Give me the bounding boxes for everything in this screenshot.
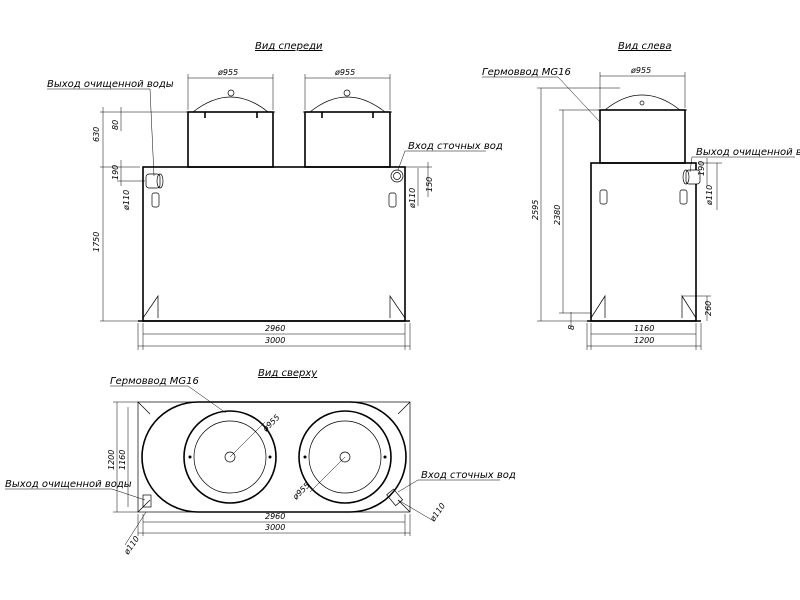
left-gland-label: Гермоввод MG16 xyxy=(482,67,571,78)
dim-3000-top: 3000 xyxy=(265,523,285,532)
dim-110-left: ø110 xyxy=(705,185,714,206)
front-rib-right xyxy=(389,294,406,319)
front-outlet-pipe xyxy=(145,173,161,189)
top-view: Вид сверху ø955 ø955 Гермоввод MG16 Выхо… xyxy=(5,368,516,557)
left-gland-a xyxy=(599,189,608,205)
dim-955-top-2: ø955 xyxy=(290,481,311,502)
front-neck-2 xyxy=(304,111,391,168)
left-outlet-label: Выход очищенной воды xyxy=(696,147,800,158)
front-neck-1 xyxy=(187,111,274,168)
left-view: Вид слева ø955 Гермоввод MG16 Выход очищ… xyxy=(482,41,800,350)
dim-3000-front: 3000 xyxy=(265,336,285,345)
dim-110-top-right: ø110 xyxy=(428,501,448,524)
leader xyxy=(111,488,146,501)
dim-1160-left: 1160 xyxy=(634,324,654,333)
top-outlet-pipe xyxy=(142,494,152,508)
top-outlet-label: Выход очищенной воды xyxy=(5,479,132,490)
front-view-title: Вид спереди xyxy=(255,41,323,52)
top-hatch-2-inner xyxy=(308,420,382,494)
dim-260: 260 xyxy=(704,301,713,316)
front-outlet-gland xyxy=(151,192,160,208)
front-lid-2-knob xyxy=(343,89,351,97)
top-hatch-1-bolt xyxy=(268,455,272,459)
dim-80: 80 xyxy=(111,120,120,130)
dim-110-front-left: ø110 xyxy=(122,190,131,211)
dim-955-front-2: ø955 xyxy=(334,68,355,77)
front-inlet-pipe-inner xyxy=(393,172,401,180)
front-tank-body xyxy=(142,166,406,322)
left-outlet-pipe-end xyxy=(682,169,690,185)
leader xyxy=(397,479,419,493)
dim-1200-left: 1200 xyxy=(634,336,654,345)
left-rib-left xyxy=(590,294,606,319)
top-hatch-1-outer xyxy=(183,410,277,504)
leader xyxy=(187,385,227,414)
dim-2960-front: 2960 xyxy=(265,324,285,333)
top-inlet-pipe xyxy=(386,488,404,507)
top-hatch-2-bolt xyxy=(383,455,387,459)
left-tank-body xyxy=(590,162,697,322)
front-lid-2 xyxy=(309,96,386,113)
front-lid-1 xyxy=(192,96,269,113)
top-corner xyxy=(137,401,151,415)
top-tank-outline xyxy=(141,401,407,513)
front-outlet-pipe-end xyxy=(156,173,164,189)
top-view-title: Вид сверху xyxy=(258,368,318,379)
leader xyxy=(557,76,601,123)
left-view-title: Вид слева xyxy=(618,41,672,52)
dim-2595: 2595 xyxy=(531,200,540,220)
left-lid xyxy=(604,94,681,111)
dim-955-top-1: ø955 xyxy=(260,413,281,434)
dim-2380: 2380 xyxy=(553,205,562,225)
front-lid-1-knob xyxy=(227,89,235,97)
top-hatch-2-center xyxy=(339,451,351,463)
front-outlet-label: Выход очищенной воды xyxy=(47,79,174,90)
dim-110-top-left-leader xyxy=(124,511,147,546)
front-view: Вид спереди ø955 ø955 xyxy=(47,41,503,350)
dim-110-top-right-leader xyxy=(397,499,433,521)
dim-150-front: 150 xyxy=(425,177,434,192)
top-gland-label: Гермоввод MG16 xyxy=(110,376,199,387)
dim-190-front: 190 xyxy=(111,165,120,180)
top-hatch-2-diam xyxy=(309,456,346,493)
dim-1160-top: 1160 xyxy=(118,450,127,470)
leader xyxy=(397,150,406,171)
dim-955-left: ø955 xyxy=(630,66,651,75)
dim-110-front-right: ø110 xyxy=(408,188,417,209)
top-hatch-1-center xyxy=(224,451,236,463)
dim-8: 8 xyxy=(567,325,576,330)
left-outlet-pipe xyxy=(685,169,701,185)
front-inlet-pipe xyxy=(390,169,404,183)
dim-2960-top: 2960 xyxy=(265,512,285,521)
front-inlet-label: Вход сточных вод xyxy=(408,141,503,152)
dim-630: 630 xyxy=(92,127,101,142)
top-corner xyxy=(137,499,151,513)
left-lid-knob xyxy=(639,100,645,106)
left-neck xyxy=(599,109,686,164)
dim-190-left: 190 xyxy=(697,161,706,176)
dim-110-top-left: ø110 xyxy=(122,534,142,557)
left-gland-b xyxy=(679,189,688,205)
top-hatch-2-bolt xyxy=(303,455,307,459)
top-hatch-2-outer xyxy=(298,410,392,504)
dim-955-front-1: ø955 xyxy=(217,68,238,77)
leader xyxy=(149,88,155,177)
dim-1200-top: 1200 xyxy=(107,450,116,470)
front-rib-left xyxy=(142,294,159,319)
dim-1750: 1750 xyxy=(92,232,101,252)
top-hatch-1-bolt xyxy=(188,455,192,459)
top-hatch-1-diam xyxy=(229,421,266,458)
top-corner xyxy=(397,401,411,415)
top-inlet-label: Вход сточных вод xyxy=(421,470,516,481)
left-rib-right xyxy=(681,294,697,319)
leader xyxy=(689,156,693,173)
front-inlet-gland xyxy=(388,192,397,208)
top-hatch-1-inner xyxy=(193,420,267,494)
